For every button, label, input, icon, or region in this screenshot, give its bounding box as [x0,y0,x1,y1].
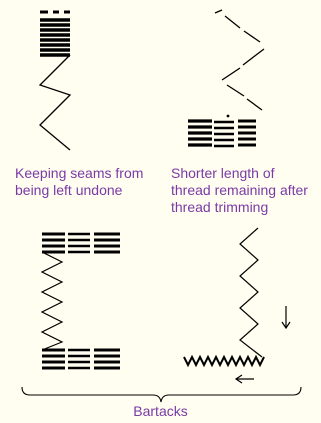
bartack-zigzag-right [239,227,263,358]
zigzag-stitch [38,54,72,151]
bartack-bottom-block [42,348,120,370]
bartack-zigzag-horizontal [183,354,265,368]
caption-seam-keep: Keeping seams from being left undone [15,165,144,198]
dashed-zigzag-stitch [214,9,265,111]
bartacks-bracket [21,386,302,403]
seam-lock-stitch-block [40,10,70,57]
short-thread-stitch-block [188,114,256,148]
bartack-zigzag-left [40,251,64,351]
down-arrow-icon [281,306,291,330]
caption-short-thread: Shorter length of thread remaining after… [171,165,308,215]
caption-bartacks: Bartacks [133,403,188,419]
bartack-top-block [42,232,120,254]
left-arrow-icon [234,374,254,384]
